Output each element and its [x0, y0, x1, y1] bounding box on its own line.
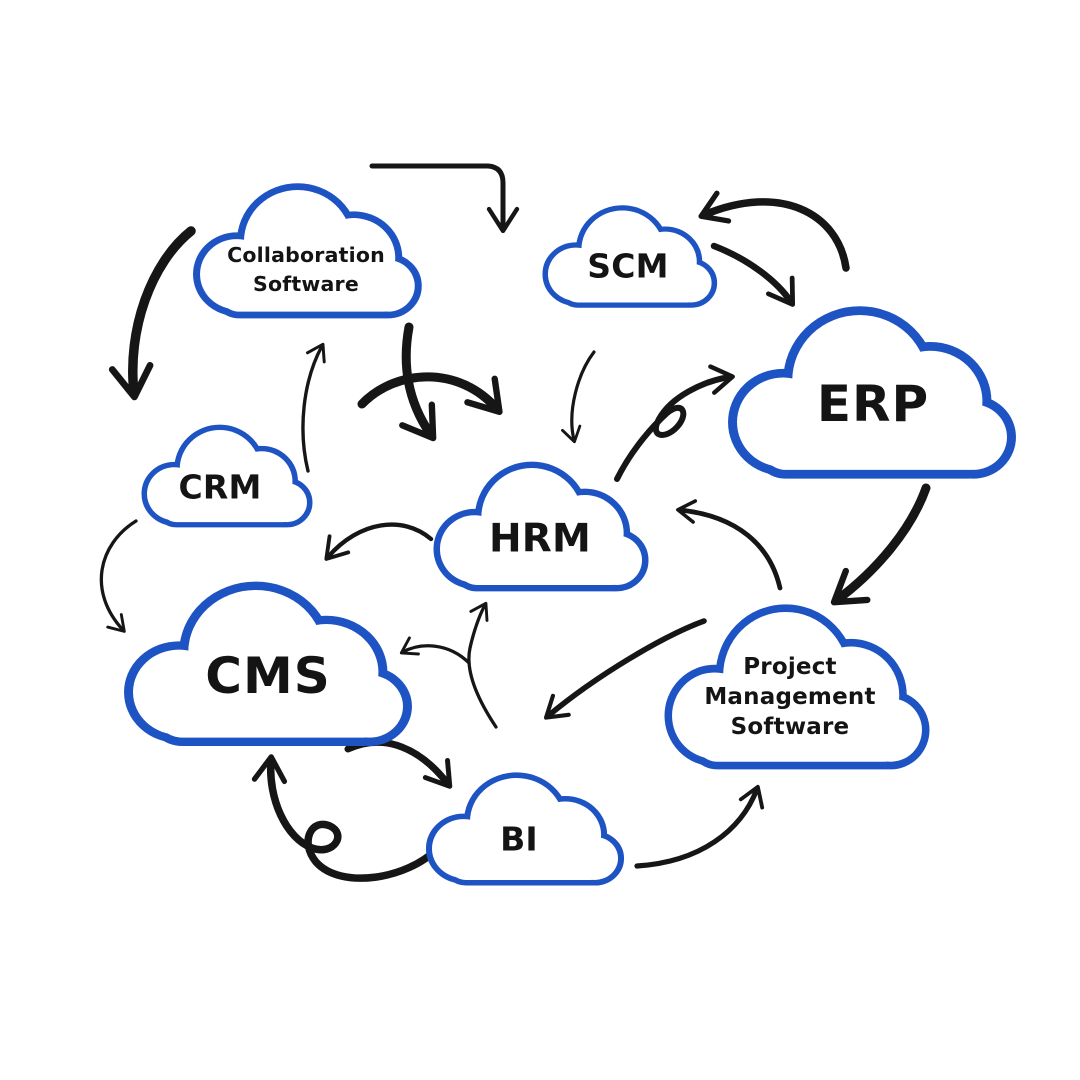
arrow-bi-to-hrm — [467, 601, 498, 729]
label-cms: CMS — [205, 647, 331, 705]
arrow-erp-to-scm — [698, 190, 850, 272]
arrow-scm-to-erp — [710, 242, 796, 307]
label-scm: SCM — [587, 246, 669, 286]
arrow-bi-to-pms — [634, 784, 765, 869]
arrows-layer — [99, 163, 931, 882]
arrow-collaboration-to-crm — [108, 226, 196, 401]
label-project-management-software: Project Management Software — [704, 654, 876, 740]
arrow-collaboration-to-scm — [369, 163, 520, 234]
arrow-erp-to-pms — [830, 483, 931, 606]
arrow-bi-to-cms-loop — [251, 754, 441, 882]
label-crm: CRM — [178, 467, 262, 507]
label-hrm: HRM — [488, 516, 592, 562]
arrow-crm-to-collaboration — [301, 342, 326, 473]
arrow-crm-to-hrm — [357, 372, 503, 416]
label-erp: ERP — [816, 375, 930, 433]
arrow-pms-to-bi — [543, 618, 707, 720]
arrow-crm-to-cms — [99, 519, 138, 633]
arrow-hrm-to-cms — [324, 522, 434, 561]
arrow-hrm-to-erp-curl — [614, 364, 735, 482]
arrow-scm-to-hrm — [561, 350, 596, 444]
arrow-pms-to-hrm — [676, 499, 783, 591]
label-collaboration-software: Collaboration Software — [227, 243, 385, 296]
arrow-bi-to-cms-branch — [399, 636, 471, 665]
label-bi: BI — [500, 819, 538, 859]
